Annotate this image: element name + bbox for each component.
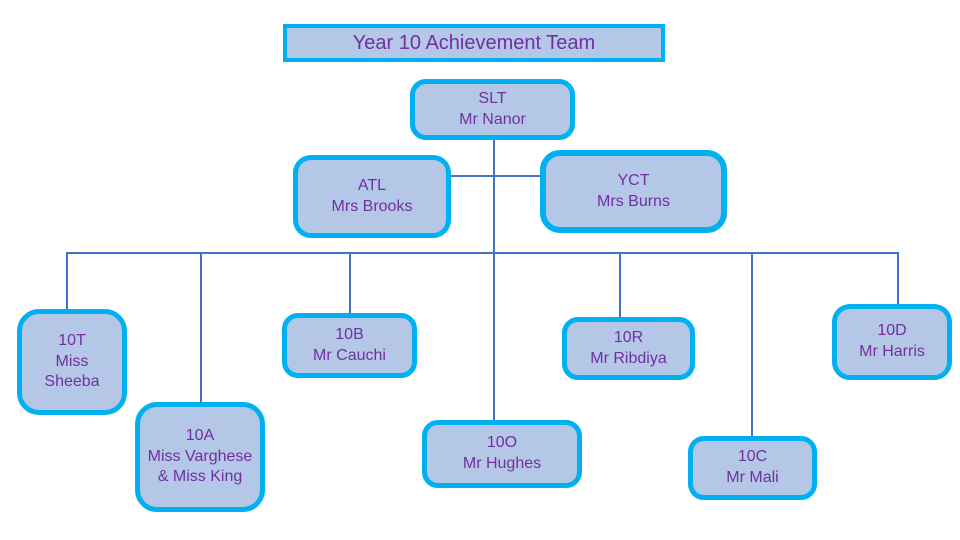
node-person: Miss xyxy=(55,352,89,370)
node-person: Mrs Burns xyxy=(597,192,670,210)
node-person: Miss Varghese xyxy=(147,447,253,465)
connector-drop-10r xyxy=(619,252,621,317)
org-node-10c: 10C Mr Mali xyxy=(688,436,817,500)
node-person: Mr Harris xyxy=(859,343,925,360)
org-node-10a: 10A Miss Varghese & Miss King xyxy=(135,402,265,512)
node-role: ATL xyxy=(357,176,387,194)
node-person: & Miss King xyxy=(157,468,243,486)
connector-drop-10d xyxy=(897,252,899,304)
node-role: SLT xyxy=(478,89,507,107)
node-role: 10A xyxy=(185,426,215,444)
node-person: Mr Nanor xyxy=(459,110,526,128)
chart-title-text: Year 10 Achievement Team xyxy=(352,32,596,54)
node-person: Mrs Brooks xyxy=(331,197,413,215)
node-role: 10O xyxy=(486,434,518,452)
connector-drop-10t xyxy=(66,252,68,310)
node-role: 10D xyxy=(877,322,907,340)
org-node-10b: 10B Mr Cauchi xyxy=(282,313,417,378)
node-role: YCT xyxy=(617,171,650,189)
org-node-10t: 10T Miss Sheeba xyxy=(17,309,127,415)
connector-drop-10a xyxy=(200,252,202,402)
connector-slt-vertical xyxy=(493,140,495,420)
connector-drop-10c xyxy=(751,252,753,436)
node-person: Sheeba xyxy=(44,373,100,391)
org-node-10d: 10D Mr Harris xyxy=(832,304,952,380)
node-person: Mr Mali xyxy=(726,469,779,486)
node-person: Mr Hughes xyxy=(462,455,542,472)
chart-title: Year 10 Achievement Team xyxy=(283,24,665,62)
connector-drop-10b xyxy=(349,252,351,314)
org-node-10o: 10O Mr Hughes xyxy=(422,420,582,488)
org-node-10r: 10R Mr Ribdiya xyxy=(562,317,695,380)
org-node-slt: SLT Mr Nanor xyxy=(410,79,575,140)
node-role: 10B xyxy=(335,325,364,343)
connector-atl-yct xyxy=(451,175,540,177)
node-role: 10C xyxy=(737,448,768,466)
org-node-atl: ATL Mrs Brooks xyxy=(293,155,451,238)
org-node-yct: YCT Mrs Burns xyxy=(540,150,727,233)
node-person: Mr Ribdiya xyxy=(590,349,667,367)
node-role: 10R xyxy=(613,328,644,346)
connector-main-rail xyxy=(66,252,899,254)
node-role: 10T xyxy=(58,331,86,349)
node-person: Mr Cauchi xyxy=(313,346,386,364)
